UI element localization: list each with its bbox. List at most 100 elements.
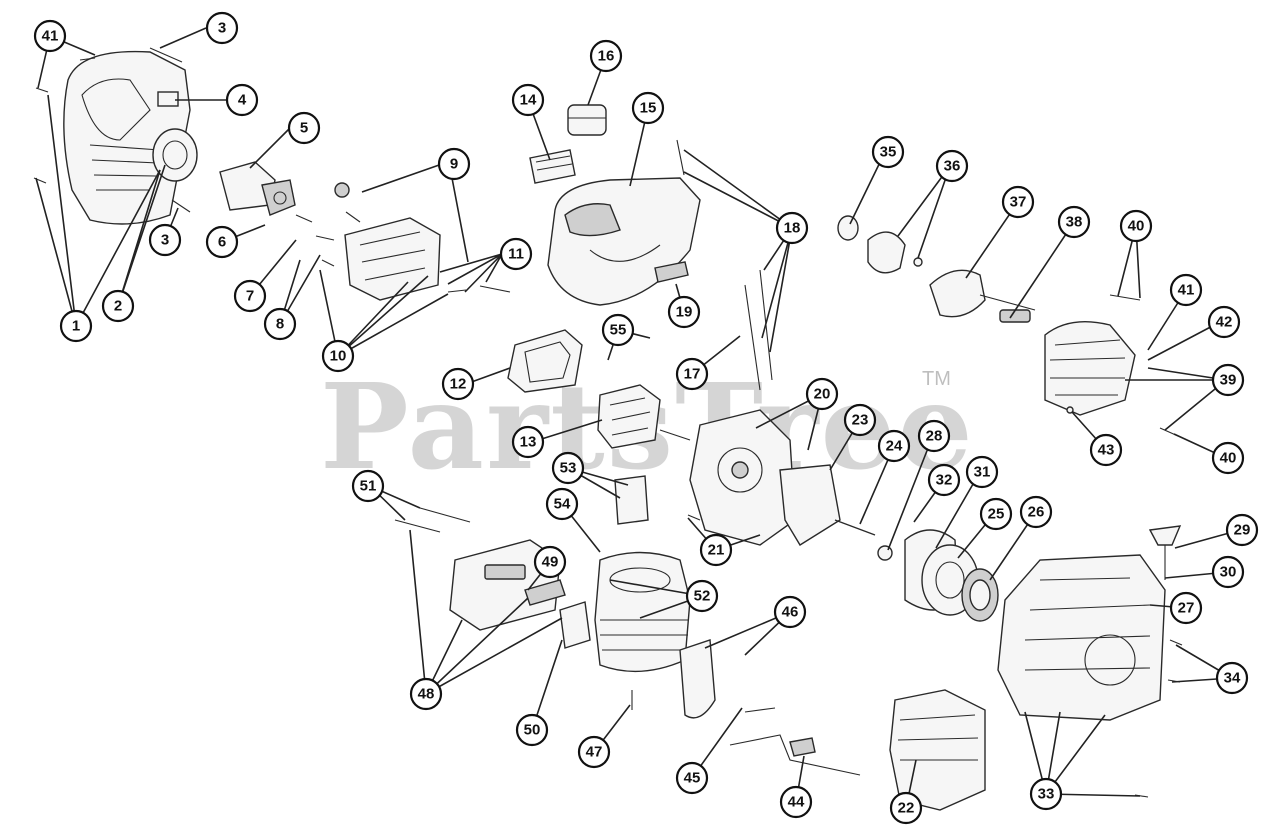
callout-37[interactable]: 37 [1001,185,1035,219]
svg-text:22: 22 [898,800,915,817]
callout-6[interactable]: 6 [205,225,239,259]
callouts: 41 3 4 5 2 3 1 6 7 8 9 10 11 14 16 15 18… [33,11,1259,825]
callout-49[interactable]: 49 [533,545,567,579]
callout-8[interactable]: 8 [263,307,297,341]
svg-text:19: 19 [676,304,693,321]
callout-3[interactable]: 3 [205,11,239,45]
svg-text:14: 14 [520,92,537,109]
callout-17[interactable]: 17 [675,357,709,391]
callout-11[interactable]: 11 [499,237,533,271]
callout-7[interactable]: 7 [233,279,267,313]
callout-22[interactable]: 22 [889,791,923,825]
svg-text:13: 13 [520,434,537,451]
callout-53[interactable]: 53 [551,451,585,485]
cylinder-shroud-part [889,689,986,811]
throttle-rod-part [729,707,861,776]
callout-54[interactable]: 54 [545,487,579,521]
svg-text:12: 12 [450,376,467,393]
svg-text:34: 34 [1224,670,1241,687]
svg-text:5: 5 [300,120,308,137]
callout-35[interactable]: 35 [871,135,905,169]
callout-9[interactable]: 9 [437,147,471,181]
svg-text:37: 37 [1010,194,1027,211]
callout-1[interactable]: 1 [59,309,93,343]
callout-30[interactable]: 30 [1211,555,1245,589]
callout-41b[interactable]: 41 [1169,273,1203,307]
svg-text:28: 28 [926,428,943,445]
callout-39[interactable]: 39 [1211,363,1245,397]
svg-text:9: 9 [450,156,458,173]
svg-text:29: 29 [1234,522,1251,539]
callout-51[interactable]: 51 [351,469,385,503]
svg-text:30: 30 [1220,564,1237,581]
callout-16[interactable]: 16 [589,39,623,73]
callout-25[interactable]: 25 [979,497,1013,531]
svg-text:11: 11 [508,246,524,263]
svg-text:51: 51 [360,478,377,495]
svg-text:41: 41 [1178,282,1195,299]
callout-34[interactable]: 34 [1215,661,1249,695]
svg-text:36: 36 [944,158,961,175]
callout-55[interactable]: 55 [601,313,635,347]
callout-46[interactable]: 46 [773,595,807,629]
svg-text:3: 3 [161,232,169,249]
callout-42[interactable]: 42 [1207,305,1241,339]
callout-43[interactable]: 43 [1089,433,1123,467]
callout-18[interactable]: 18 [775,211,809,245]
svg-text:52: 52 [694,588,711,605]
fuel-tank-part [529,104,701,306]
callout-4[interactable]: 4 [225,83,259,117]
svg-text:46: 46 [782,604,799,621]
callout-14[interactable]: 14 [511,83,545,117]
svg-text:25: 25 [988,506,1005,523]
callout-47[interactable]: 47 [577,735,611,769]
svg-text:23: 23 [852,412,869,429]
callout-28[interactable]: 28 [917,419,951,453]
callout-31[interactable]: 31 [965,455,999,489]
callout-48[interactable]: 48 [409,677,443,711]
callout-40b[interactable]: 40 [1211,441,1245,475]
svg-text:49: 49 [542,554,559,571]
callout-2[interactable]: 2 [101,289,135,323]
callout-52[interactable]: 52 [685,579,719,613]
muffler-part [394,507,591,649]
callout-40[interactable]: 40 [1119,209,1153,243]
callout-3b[interactable]: 3 [148,223,182,257]
fuel-line-part [744,284,761,391]
callout-13[interactable]: 13 [511,425,545,459]
svg-text:33: 33 [1038,786,1055,803]
callout-10[interactable]: 10 [321,339,355,373]
callout-32[interactable]: 32 [927,463,961,497]
callout-38[interactable]: 38 [1057,205,1091,239]
callout-23[interactable]: 23 [843,403,877,437]
callout-29[interactable]: 29 [1225,513,1259,547]
callout-44[interactable]: 44 [779,785,813,819]
callout-20[interactable]: 20 [805,377,839,411]
rear-handle-housing-part [33,47,198,225]
callout-27[interactable]: 27 [1169,591,1203,625]
callout-19[interactable]: 19 [667,295,701,329]
callout-12[interactable]: 12 [441,367,475,401]
callout-26[interactable]: 26 [1019,495,1053,529]
callout-33[interactable]: 33 [1029,777,1063,811]
svg-text:38: 38 [1066,214,1083,231]
svg-text:40: 40 [1128,218,1145,235]
callout-36[interactable]: 36 [935,149,969,183]
svg-text:26: 26 [1028,504,1045,521]
callout-45[interactable]: 45 [675,761,709,795]
svg-text:2: 2 [114,298,122,315]
callout-5[interactable]: 5 [287,111,321,145]
svg-text:48: 48 [418,686,435,703]
callout-15[interactable]: 15 [631,91,665,125]
callout-41[interactable]: 41 [33,19,67,53]
svg-text:3: 3 [218,20,226,37]
callout-21[interactable]: 21 [699,533,733,567]
svg-text:31: 31 [974,464,991,481]
callout-24[interactable]: 24 [877,429,911,463]
callout-50[interactable]: 50 [515,713,549,747]
svg-text:6: 6 [218,234,226,251]
crankcase-part [687,409,876,546]
handle-block-part [334,182,511,301]
svg-text:53: 53 [560,460,577,477]
clutch-part [837,215,1036,323]
